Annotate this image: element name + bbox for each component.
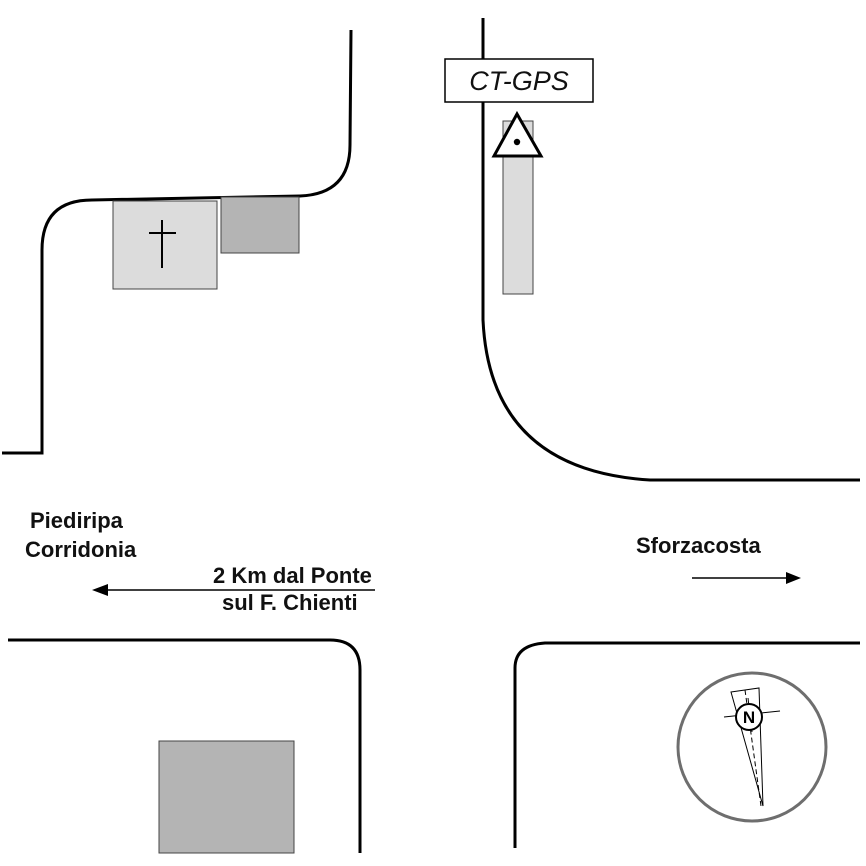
road-edge-southeast	[513, 641, 860, 848]
compass-rose: N	[676, 671, 828, 823]
station-label: CT-GPS	[469, 66, 569, 96]
distance-label-line2: sul F. Chienti	[222, 590, 358, 615]
arrow-east-icon	[692, 572, 801, 584]
station-label-box	[444, 58, 594, 103]
distance-label-line1: 2 Km dal Ponte	[213, 563, 372, 588]
road-edge-northeast	[481, 18, 860, 482]
building-south	[158, 740, 295, 854]
building-north	[220, 196, 300, 254]
road-edge-northwest	[2, 29, 353, 455]
arrow-west-icon	[92, 584, 375, 596]
church-building	[112, 200, 218, 290]
triangle-benchmark-icon	[491, 110, 544, 158]
east-destination: Sforzacosta	[636, 533, 761, 558]
west-destination-line2: Corridonia	[25, 537, 137, 562]
road-edge-southwest	[8, 638, 362, 853]
cross-icon	[149, 220, 176, 268]
west-destination-line1: Piediripa	[30, 508, 124, 533]
compass-north-label: N	[743, 708, 755, 727]
